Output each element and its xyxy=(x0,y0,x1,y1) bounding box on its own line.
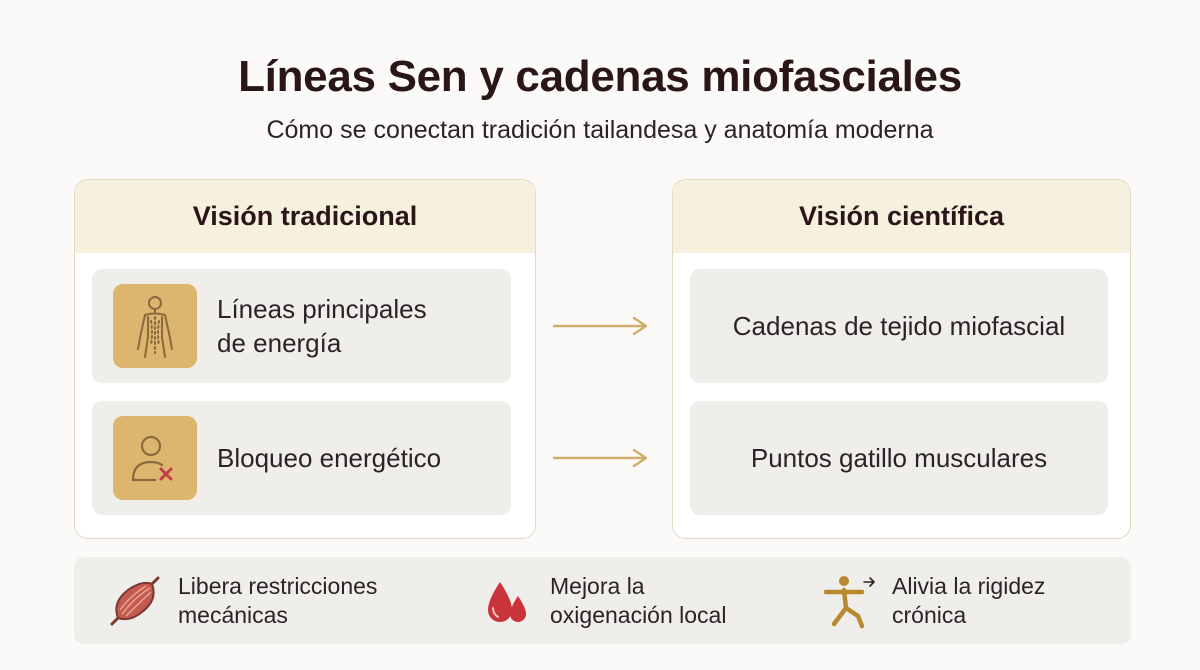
benefits-bar: Libera restricciones mecánicas Mejora la… xyxy=(74,557,1131,644)
traditional-item-label: Líneas principales de energía xyxy=(217,294,427,358)
traditional-view-heading: Visión tradicional xyxy=(75,180,535,253)
benefit-item: Alivia la rigidez crónica xyxy=(820,557,1045,644)
muscle-icon xyxy=(110,576,160,625)
arrow-right-icon xyxy=(552,448,648,468)
page-subtitle: Cómo se conectan tradición tailandesa y … xyxy=(266,116,934,144)
scientific-item-label: Cadenas de tejido miofascial xyxy=(732,311,1066,341)
scientific-item-trigger-points: Puntos gatillo musculares xyxy=(690,401,1108,515)
traditional-view-panel: Visión tradicional Líneas principales de… xyxy=(74,179,536,539)
stretching-person-icon xyxy=(823,575,875,628)
page-title: Líneas Sen y cadenas miofasciales xyxy=(238,52,962,101)
scientific-view-panel: Visión científica Cadenas de tejido miof… xyxy=(672,179,1131,539)
scientific-view-heading: Visión científica xyxy=(673,180,1130,253)
traditional-item-energy-lines: Líneas principales de energía xyxy=(92,269,511,383)
benefit-item: Libera restricciones mecánicas xyxy=(106,557,377,644)
traditional-item-label: Bloqueo energético xyxy=(217,443,442,473)
benefit-item: Mejora la oxigenación local xyxy=(478,557,726,644)
scientific-item-myofascial-chains: Cadenas de tejido miofascial xyxy=(690,269,1108,383)
body-lines-icon xyxy=(113,284,197,368)
blood-drops-icon xyxy=(488,581,526,622)
arrow-right-icon xyxy=(552,316,648,336)
person-blocked-icon xyxy=(113,416,197,500)
benefit-label: Libera restricciones mecánicas xyxy=(178,572,378,628)
scientific-item-label: Puntos gatillo musculares xyxy=(750,443,1048,473)
traditional-item-energy-block: Bloqueo energético xyxy=(92,401,511,515)
benefit-label: Mejora la oxigenación local xyxy=(550,572,727,628)
benefit-label: Alivia la rigidez crónica xyxy=(892,572,1046,628)
